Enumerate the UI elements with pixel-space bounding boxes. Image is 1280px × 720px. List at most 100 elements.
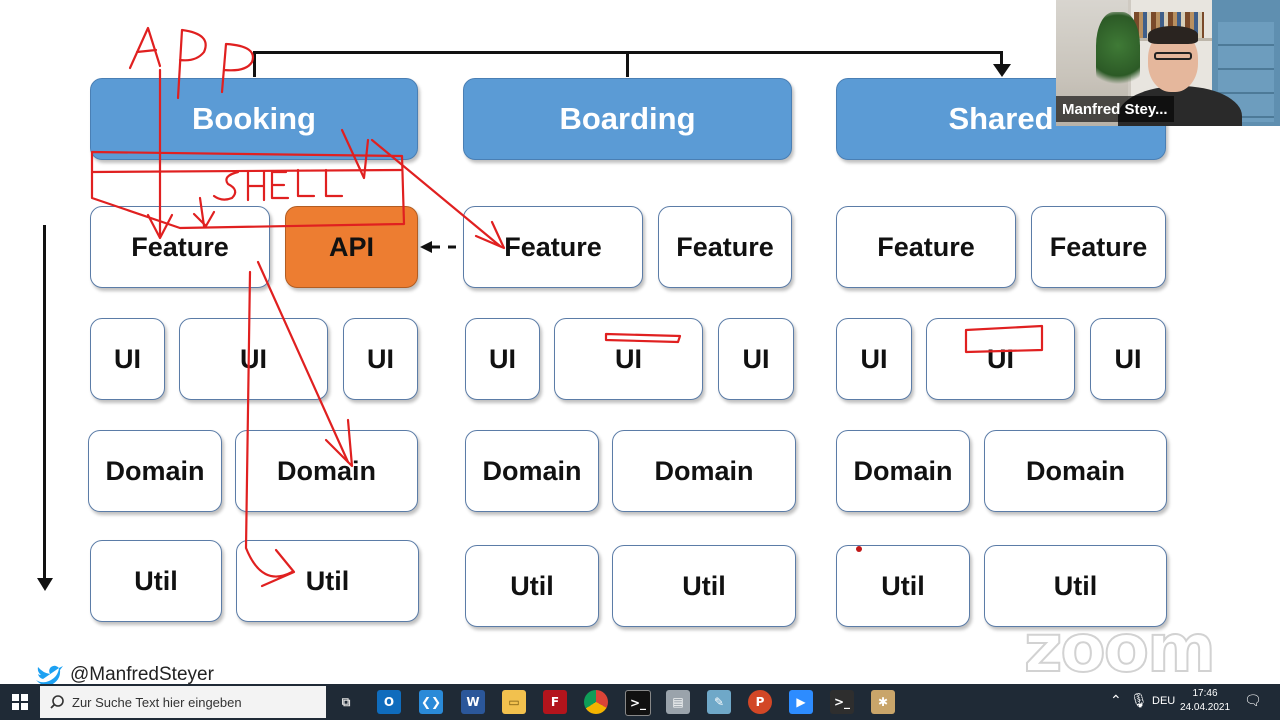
shared-domain-2: Domain	[984, 430, 1167, 512]
language-indicator[interactable]: DEU	[1152, 695, 1176, 707]
search-icon	[50, 695, 64, 709]
booking-util-1-label: Util	[134, 565, 178, 596]
booking-domain-2-label: Domain	[276, 455, 376, 486]
shared-ui-3-label: UI	[1114, 343, 1142, 374]
boarding-ui-3: UI	[718, 318, 794, 400]
outlook-icon[interactable]: O	[377, 690, 401, 714]
powerpoint-icon[interactable]: P	[748, 690, 772, 714]
shared-feature-1: Feature	[836, 206, 1016, 288]
twitter-handle-text: @ManfredSteyer	[70, 664, 214, 685]
participant-name-label: Manfred Stey...	[1056, 96, 1174, 122]
search-placeholder: Zur Suche Text hier eingeben	[72, 694, 242, 710]
boarding-feature-2-label: Feature	[676, 231, 774, 262]
shared-ui-1: UI	[836, 318, 912, 400]
boarding-domain-1: Domain	[465, 430, 599, 512]
notes-icon[interactable]: ✎	[707, 690, 731, 714]
notification-icon[interactable]: 🗨	[1244, 692, 1262, 708]
participant-name: Manfred Stey...	[1062, 100, 1168, 118]
pointer-dot	[856, 546, 862, 552]
booking-api: API	[285, 206, 418, 288]
booking-util-1: Util	[90, 540, 222, 622]
shared-domain-1: Domain	[836, 430, 970, 512]
domain-booking: Booking	[90, 78, 418, 160]
filezilla-icon[interactable]: F	[543, 690, 567, 714]
participant-video[interactable]: Manfred Stey...	[1056, 0, 1280, 126]
booking-ui-1: UI	[90, 318, 165, 400]
layer-direction-line	[43, 225, 46, 580]
boarding-ui-2-label: UI	[615, 343, 642, 374]
boarding-domain-1-label: Domain	[482, 455, 582, 486]
booking-api-label: API	[328, 231, 374, 262]
api-dependency-arrow	[420, 241, 463, 253]
boarding-ui-1-label: UI	[489, 343, 516, 374]
boarding-util-1-label: Util	[510, 570, 554, 601]
word-icon[interactable]: W	[461, 690, 485, 714]
glasses	[1154, 52, 1192, 60]
shared-ui-2: UI	[926, 318, 1075, 400]
handwritten-annotations	[90, 26, 1044, 588]
booking-util-2: Util	[236, 540, 419, 622]
booking-domain-1-label: Domain	[105, 455, 205, 486]
twitter-bird-icon	[36, 665, 63, 686]
zoom-app-icon[interactable]: ▶	[789, 690, 813, 714]
boarding-feature-1-label: Feature	[504, 231, 602, 262]
shared-feature-1-label: Feature	[877, 231, 975, 262]
file-explorer-icon[interactable]: ▭	[502, 690, 526, 714]
shared-util-1-label: Util	[881, 570, 925, 601]
paint-icon[interactable]: ✱	[871, 690, 895, 714]
boarding-feature-2: Feature	[658, 206, 792, 288]
shared-feature-2: Feature	[1031, 206, 1166, 288]
booking-ui-1-label: UI	[114, 343, 141, 374]
boarding-ui-3-label: UI	[742, 343, 770, 374]
zoom-watermark: zoom	[1023, 609, 1217, 688]
console-icon[interactable]: >_	[830, 690, 854, 714]
clock-date: 24.04.2021	[1180, 702, 1231, 713]
task-view-icon[interactable]: ⧉	[341, 694, 351, 709]
taskbar-search-box[interactable]: Zur Suche Text hier eingeben	[40, 686, 326, 718]
boarding-ui-2: UI	[554, 318, 703, 400]
domain-boarding-label: Boarding	[559, 101, 696, 136]
shared-util-2-label: Util	[1053, 570, 1098, 601]
booking-ui-3-label: UI	[367, 343, 394, 374]
domain-boarding: Boarding	[463, 78, 792, 160]
windows-start-icon[interactable]	[12, 694, 28, 710]
clock-time: 17:46	[1192, 688, 1218, 699]
connector-drop-shared	[1000, 51, 1003, 67]
boarding-domain-2: Domain	[612, 430, 796, 512]
tray-chevron-icon[interactable]: ⌃	[1110, 692, 1122, 708]
booking-domain-1: Domain	[88, 430, 222, 512]
domain-shared-label: Shared	[948, 101, 1054, 136]
boarding-util-2-label: Util	[682, 570, 726, 601]
clock[interactable]: 17:46 24.04.2021	[1180, 687, 1230, 715]
shared-feature-2-label: Feature	[1049, 231, 1148, 262]
printer-icon[interactable]: ▤	[666, 690, 690, 714]
boarding-feature-1: Feature	[463, 206, 643, 288]
person-hair	[1148, 26, 1198, 44]
shared-util-1: Util	[836, 545, 970, 627]
shared-domain-1-label: Domain	[853, 455, 953, 486]
booking-util-2-label: Util	[305, 565, 350, 596]
layer-direction-arrowhead	[37, 578, 53, 591]
connector-drop-booking	[253, 51, 256, 77]
shared-domain-2-label: Domain	[1025, 455, 1125, 486]
terminal-icon[interactable]: >_	[625, 690, 651, 716]
booking-ui-2: UI	[179, 318, 328, 400]
shared-ui-2-label: UI	[987, 343, 1014, 374]
connector-drop-boarding	[626, 51, 629, 77]
boarding-util-2: Util	[612, 545, 796, 627]
twitter-handle: @ManfredSteyer	[34, 664, 214, 686]
boarding-ui-1: UI	[465, 318, 540, 400]
microphone-icon[interactable]: 🎙	[1130, 692, 1148, 708]
shared-ui-1-label: UI	[860, 343, 888, 374]
connector-arrowhead	[993, 64, 1011, 77]
booking-ui-2-label: UI	[240, 343, 267, 374]
booking-feature: Feature	[90, 206, 270, 288]
domain-booking-label: Booking	[192, 101, 316, 136]
booking-domain-2: Domain	[235, 430, 418, 512]
boarding-util-1: Util	[465, 545, 599, 627]
booking-ui-3: UI	[343, 318, 418, 400]
boarding-domain-2-label: Domain	[654, 455, 754, 486]
vscode-icon[interactable]: ❮❯	[419, 690, 443, 714]
chrome-icon[interactable]	[584, 690, 608, 714]
shared-ui-3: UI	[1090, 318, 1166, 400]
